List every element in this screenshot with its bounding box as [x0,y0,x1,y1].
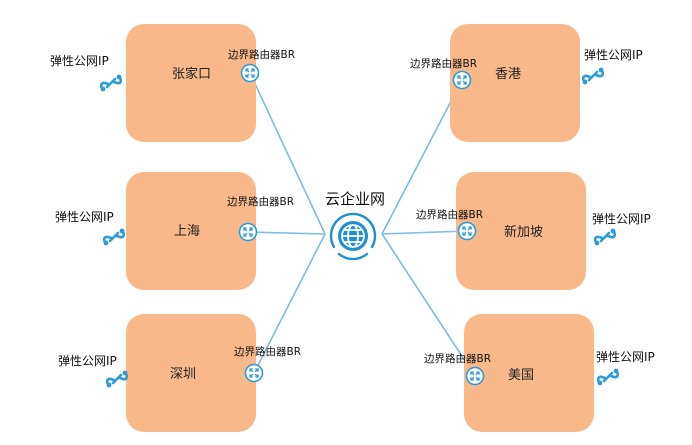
region-label: 张家口 [172,67,212,82]
router-label: 边界路由器BR [234,346,301,358]
region-hongkong [450,24,580,142]
eip-label: 弹性公网IP [592,212,651,226]
eip-label: 弹性公网IP [584,48,643,62]
router-icon [238,222,258,242]
globe-icon [329,212,377,261]
region-zhangjiakou [126,24,256,142]
router-icon [240,63,260,83]
router-label: 边界路由器BR [228,49,295,61]
elastic-ip-icon [105,370,129,388]
link-line [253,233,326,374]
hub-title: 云企业网 [325,190,386,208]
link-line [247,231,326,235]
region-usa [464,314,594,432]
elastic-ip-icon [593,228,617,246]
router-icon [465,366,485,386]
eip-label: 弹性公网IP [55,210,114,224]
eip-label: 弹性公网IP [50,54,109,68]
router-label: 边界路由器BR [424,353,491,365]
region-label: 香港 [495,67,522,82]
region-label: 深圳 [170,367,197,382]
elastic-ip-icon [581,67,605,85]
router-icon [244,363,264,383]
router-icon [457,221,477,241]
link-line [381,79,463,235]
region-shanghai [126,172,256,290]
link-line [381,230,468,235]
elastic-ip-icon [596,368,620,386]
link-line [249,72,326,235]
region-label: 美国 [508,368,535,383]
eip-label: 弹性公网IP [596,350,655,364]
eip-label: 弹性公网IP [58,354,117,368]
region-shenzhen [126,314,256,432]
region-label: 新加坡 [504,225,544,240]
router-label: 边界路由器BR [227,196,294,208]
router-label: 边界路由器BR [410,58,477,70]
router-icon [452,70,472,90]
router-label: 边界路由器BR [416,209,483,221]
elastic-ip-icon [99,74,123,92]
region-singapore [456,172,586,290]
link-line [381,233,476,377]
region-label: 上海 [174,224,201,239]
elastic-ip-icon [102,228,126,246]
